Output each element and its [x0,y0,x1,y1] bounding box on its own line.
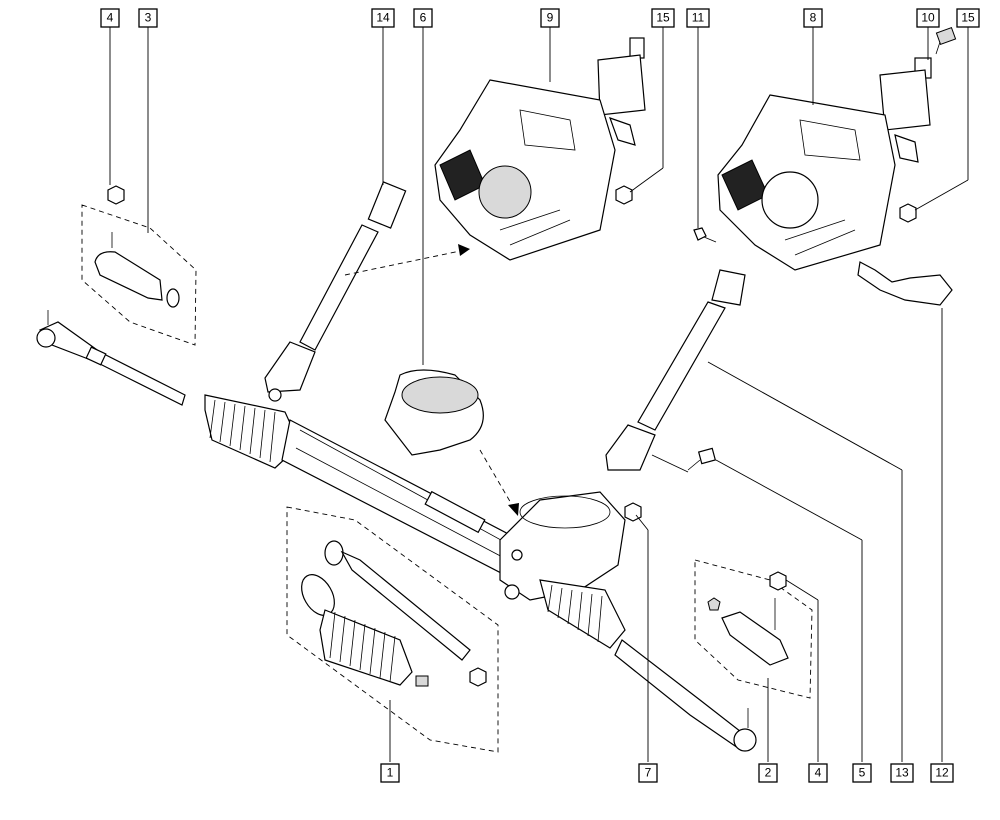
callout-label: 15 [656,11,670,25]
group-box-inner-rod-bellows [286,506,499,753]
callout-5: 5 [852,763,872,783]
part-nut-top-left [107,185,125,205]
callout-label: 4 [815,766,822,780]
part-bolt-11 [693,227,717,243]
callout-label: 3 [145,11,152,25]
callout-9: 9 [540,8,560,28]
callout-14: 14 [371,8,395,28]
assembly-arrows [344,244,519,516]
callout-label: 11 [692,11,705,25]
part-nut-bottom-right [769,571,787,591]
callout-8: 8 [803,8,823,28]
group-box-tie-rod-end-left [81,204,197,346]
part-nut-15-left [615,185,633,205]
callout-1: 1 [380,763,400,783]
callout-label: 2 [765,766,772,780]
part-tie-rod-end-left [94,232,180,308]
callout-label: 6 [420,11,427,25]
callout-label: 8 [810,11,817,25]
callout-13: 13 [890,763,914,783]
callout-4-bottom: 4 [808,763,828,783]
callout-10: 10 [916,8,940,28]
callout-label: 14 [376,11,390,25]
leader-lines [109,27,969,762]
part-inner-rod-and-bellows [301,540,487,687]
callout-12: 12 [930,763,954,783]
callout-label: 7 [645,766,652,780]
callout-4-top: 4 [100,8,120,28]
part-nut-15-right [899,203,917,223]
callout-label: 1 [387,766,394,780]
callout-label: 9 [547,11,554,25]
callout-15-left: 15 [651,8,675,28]
part-intermediate-shaft-left [264,181,407,402]
callout-label: 4 [107,11,114,25]
callout-label: 12 [935,766,949,780]
callout-15-right: 15 [956,8,980,28]
callout-3: 3 [138,8,158,28]
callout-6: 6 [413,8,433,28]
part-steering-column-right [717,57,932,271]
callout-label: 5 [859,766,866,780]
part-steering-column-left [434,37,646,261]
callout-label: 10 [921,11,935,25]
part-cover [384,369,484,456]
steering-rack [36,310,757,752]
part-bracket-12 [857,261,953,306]
callout-11: 11 [686,8,710,28]
part-tie-rod-end-right [707,597,789,666]
part-intermediate-shaft-right [605,269,746,471]
callout-label: 13 [895,766,909,780]
callout-2: 2 [758,763,778,783]
callout-7: 7 [638,763,658,783]
callout-label: 15 [961,11,975,25]
part-bolt-10 [935,26,957,55]
part-bolt-5 [687,447,717,471]
group-box-tie-rod-end-right [694,559,813,699]
